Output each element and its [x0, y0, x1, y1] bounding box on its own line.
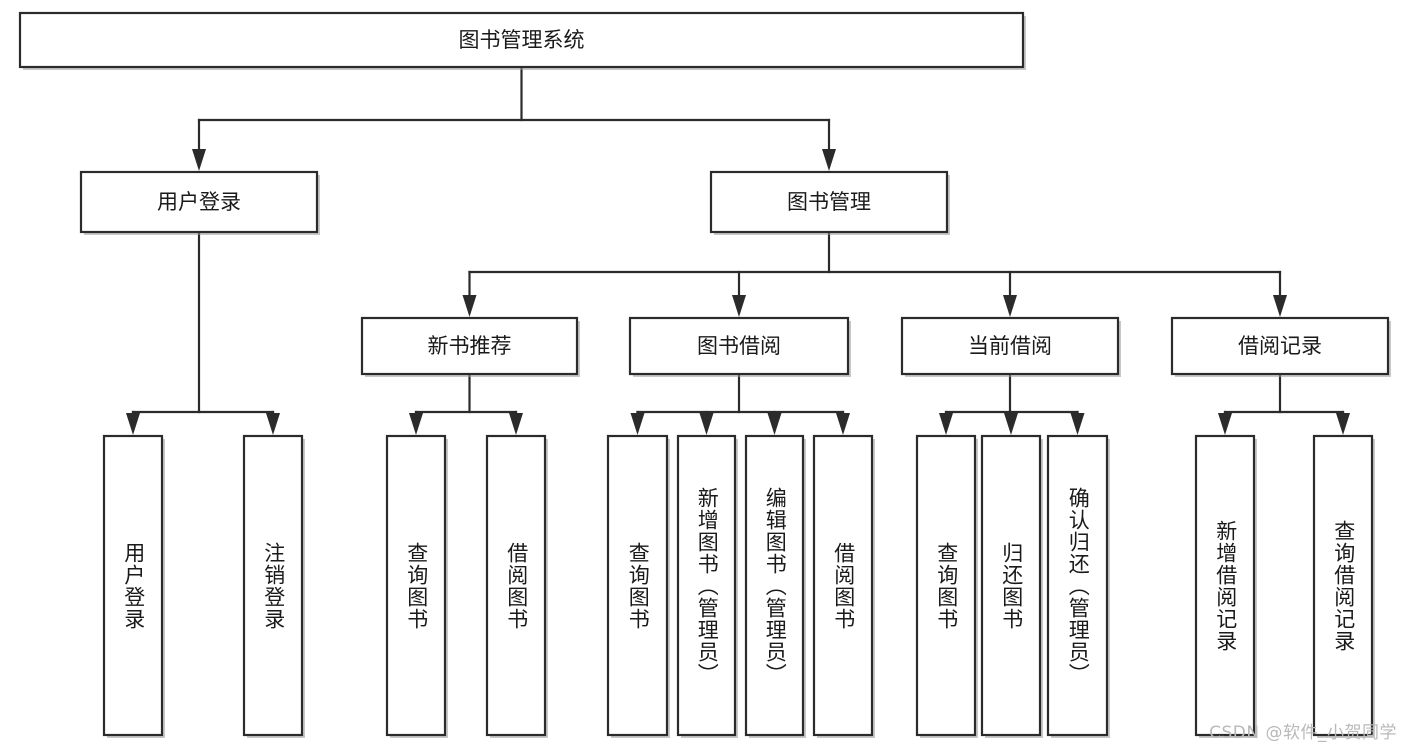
arrow-head-icon — [192, 149, 206, 171]
node-level2-box-1[interactable] — [709, 170, 949, 234]
arrow-head-icon — [1218, 413, 1232, 435]
node-leaf-box-1[interactable] — [242, 434, 304, 737]
arrow-head-icon — [939, 413, 953, 435]
node-leaf-box-12[interactable] — [1312, 434, 1374, 737]
arrow-head-icon — [126, 413, 140, 435]
node-level3-label-3: 借阅记录 — [1238, 334, 1322, 358]
arrow-head-icon — [1336, 413, 1350, 435]
node-root-label: 图书管理系统 — [459, 28, 585, 52]
arrow-head-icon — [699, 413, 714, 435]
node-level2-label-0: 用户登录 — [157, 190, 241, 214]
node-leaf-box-9[interactable] — [980, 434, 1042, 737]
arrow-head-icon — [836, 413, 850, 435]
node-leaf-box-7[interactable] — [812, 434, 874, 737]
node-level3-box-2[interactable] — [900, 316, 1120, 376]
node-leaf-box-5[interactable] — [676, 434, 737, 737]
arrow-head-icon — [630, 413, 645, 435]
node-level3-box-3[interactable] — [1170, 316, 1390, 376]
boxes-layer — [18, 11, 1391, 738]
node-leaf-box-3[interactable] — [485, 434, 547, 737]
arrow-head-icon — [266, 413, 280, 435]
node-root-box[interactable] — [18, 11, 1025, 69]
arrow-head-icon — [1070, 413, 1085, 435]
arrow-head-icon — [1004, 413, 1018, 435]
arrow-head-icon — [409, 413, 423, 435]
arrow-head-icon — [509, 413, 523, 435]
arrow-head-icon — [1273, 295, 1287, 317]
node-level3-box-1[interactable] — [628, 316, 850, 376]
arrow-head-icon — [732, 295, 746, 317]
csdn-watermark: CSDN @软件_小贺同学 — [1209, 723, 1397, 743]
connectors-layer — [126, 65, 1350, 435]
node-level3-label-2: 当前借阅 — [968, 334, 1052, 358]
node-leaf-box-10[interactable] — [1046, 434, 1109, 737]
node-leaf-box-2[interactable] — [385, 434, 447, 737]
node-level2-box-0[interactable] — [79, 170, 319, 234]
arrow-head-icon — [462, 295, 477, 317]
node-leaf-box-4[interactable] — [606, 434, 669, 737]
node-leaf-box-6[interactable] — [744, 434, 805, 737]
node-leaf-box-8[interactable] — [915, 434, 977, 737]
node-level2-label-1: 图书管理 — [787, 190, 871, 214]
node-level3-box-0[interactable] — [360, 316, 579, 376]
node-level3-label-0: 新书推荐 — [428, 334, 512, 358]
arrow-head-icon — [767, 413, 782, 435]
node-leaf-box-0[interactable] — [102, 434, 164, 737]
node-leaf-box-11[interactable] — [1194, 434, 1256, 737]
node-level3-label-1: 图书借阅 — [697, 334, 781, 358]
arrow-head-icon — [1003, 295, 1017, 317]
arrow-head-icon — [822, 149, 836, 171]
